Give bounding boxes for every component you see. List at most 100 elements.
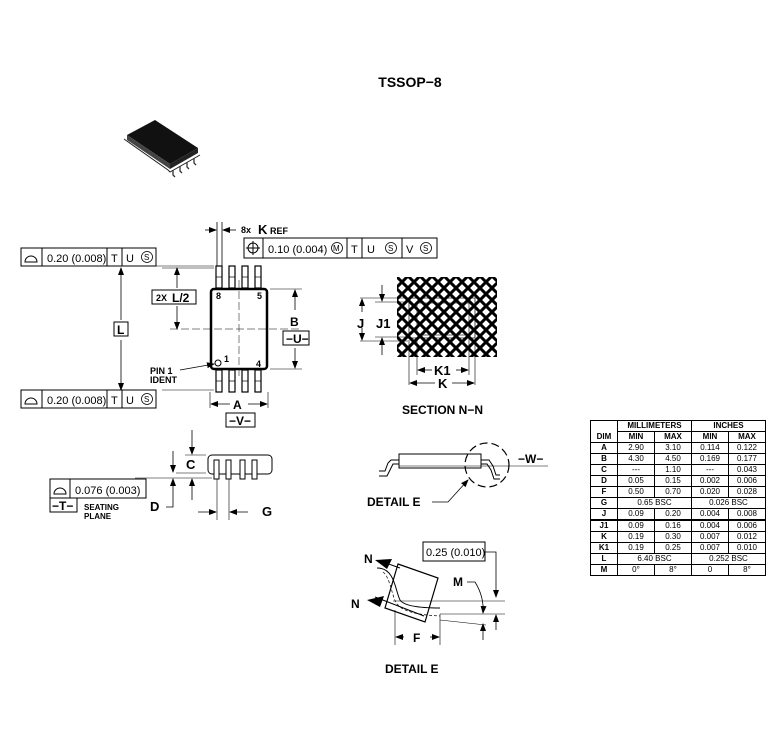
cell-in-max: 0.008: [728, 508, 766, 521]
col-header-in-min: MIN: [691, 431, 729, 443]
cell-mm-min: 0.50: [617, 486, 655, 498]
pin1-ident-line2: IDENT: [150, 375, 178, 385]
fcf-top-datum-1: T: [111, 253, 118, 265]
cell-in-max: 0.010: [728, 542, 766, 554]
l-half-label: L/2: [172, 291, 190, 305]
fcf-top-datum-2: U: [126, 253, 134, 265]
cell-mm-max: 0.15: [654, 475, 692, 487]
fcf-bottom-datum-1: T: [111, 395, 118, 407]
t-datum: −T−: [52, 499, 73, 513]
group-header-mm: MILLIMETERS: [617, 420, 692, 432]
fcf-bottom: 0.20 (0.008) T U S: [20, 389, 157, 409]
cell-dim: J: [590, 508, 618, 521]
w-datum: −W−: [518, 452, 543, 466]
cell-in-min: 0: [691, 564, 729, 576]
profile-surface-icon: [53, 487, 67, 495]
cell-dim: M: [590, 564, 618, 576]
group-header-in: INCHES: [691, 420, 766, 432]
cell-mm-max: 0.70: [654, 486, 692, 498]
j-label: J: [357, 316, 364, 331]
cell-mm-bsc: 6.40 BSC: [617, 553, 692, 565]
col-header-dim: DIM: [590, 431, 618, 443]
fcf-position-datum-3: V: [406, 244, 414, 256]
end-view: −W− DETAIL E: [367, 442, 548, 509]
profile-surface-icon: [24, 255, 38, 263]
side-view: C D G 0.076 (0.003) −T− SEATING PLANE: [49, 430, 273, 521]
cell-mm-max: 0.25: [654, 542, 692, 554]
fcf-seating: 0.076 (0.003) −T−: [49, 478, 147, 513]
cell-dim: C: [590, 464, 618, 476]
cell-mm-max: 8°: [654, 564, 692, 576]
cell-in-min: 0.004: [691, 519, 729, 532]
detail-e-circle: [464, 442, 510, 488]
package-3d-image: [123, 120, 201, 178]
section-title: SECTION N−N: [402, 403, 483, 417]
k-ref-count: 8x: [241, 225, 251, 235]
cell-mm-max: 4.50: [654, 453, 692, 465]
g-label: G: [262, 504, 272, 519]
cell-mm-min: 4.30: [617, 453, 655, 465]
table-corner: [590, 420, 618, 432]
cell-dim: J1: [590, 519, 618, 532]
n-label-2: N: [351, 597, 360, 611]
cell-dim: L: [590, 553, 618, 565]
cell-dim: B: [590, 453, 618, 465]
col-header-mm-min: MIN: [617, 431, 655, 443]
fcf-seating-tolerance: 0.076 (0.003): [75, 485, 140, 497]
c-label: C: [186, 457, 196, 472]
cell-mm-min: ---: [617, 464, 655, 476]
pin-1-label: 1: [224, 354, 229, 364]
cell-in-max: 0.012: [728, 531, 766, 543]
pin1-ident-line1: PIN 1: [150, 366, 173, 376]
cell-in-min: 0.020: [691, 486, 729, 498]
detail-e: 0.25 (0.010) N N M F DETAIL E: [351, 541, 505, 676]
m-label: M: [453, 575, 463, 589]
dimension-table: MILLIMETERS INCHES DIM MIN MAX MIN MAX A…: [590, 420, 766, 576]
cell-in-max: 8°: [728, 564, 766, 576]
u-datum: −U−: [286, 332, 309, 346]
fcf-bottom-tolerance: 0.20 (0.008): [47, 395, 106, 407]
table-row: C---1.10---0.043: [590, 464, 766, 476]
d-label: D: [150, 499, 159, 514]
cell-in-min: 0.002: [691, 475, 729, 487]
v-datum: −V−: [229, 414, 251, 428]
cell-mm-min: 0.19: [617, 531, 655, 543]
cell-mm-max: 1.10: [654, 464, 692, 476]
l-half-count: 2X: [156, 293, 167, 303]
section-crosshatch: [397, 277, 497, 357]
seating-plane-line1: SEATING: [84, 503, 119, 512]
cell-mm-min: 0.05: [617, 475, 655, 487]
drawing-title: TSSOP−8: [378, 74, 442, 90]
cell-mm-min: 0.19: [617, 542, 655, 554]
cell-dim: D: [590, 475, 618, 487]
cell-dim: A: [590, 442, 618, 454]
fcf-position: 0.10 (0.004) M T U S V S: [243, 237, 438, 259]
cell-in-max: 0.028: [728, 486, 766, 498]
pin-5-label: 5: [257, 291, 262, 301]
section-n-n: J J1 K1 K SECTION N−N: [357, 277, 497, 417]
fcf-position-datum-2: U: [367, 244, 375, 256]
cell-in-bsc: 0.026 BSC: [691, 497, 766, 509]
fcf-bottom-datum-2: U: [126, 395, 134, 407]
cell-mm-min: 0°: [617, 564, 655, 576]
cell-in-max: 0.122: [728, 442, 766, 454]
cell-mm-min: 0.09: [617, 508, 655, 521]
cell-in-bsc: 0.252 BSC: [691, 553, 766, 565]
seating-plane-line2: PLANE: [84, 512, 112, 521]
fcf-bottom-modifier: S: [144, 395, 149, 404]
cell-in-min: ---: [691, 464, 729, 476]
fcf-position-datum-2-mod: S: [388, 244, 393, 253]
fcf-top-tolerance: 0.20 (0.008): [47, 253, 106, 265]
cell-dim: G: [590, 497, 618, 509]
cell-in-max: 0.043: [728, 464, 766, 476]
pin-8-label: 8: [216, 291, 221, 301]
detail-e-callout: DETAIL E: [367, 495, 421, 509]
